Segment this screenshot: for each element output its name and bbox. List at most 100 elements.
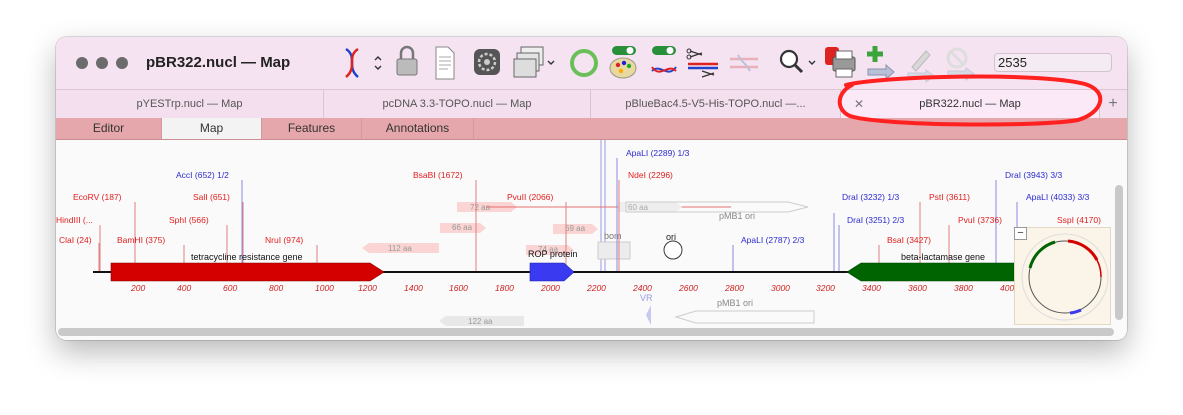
svg-text:60 aa: 60 aa (628, 203, 649, 212)
minimize-window-button[interactable] (96, 57, 108, 69)
close-window-button[interactable] (76, 57, 88, 69)
svg-text:1000: 1000 (315, 283, 334, 293)
svg-text:122 aa: 122 aa (468, 317, 493, 326)
site-clai[interactable]: ClaI (24) (59, 235, 92, 245)
site-bsai[interactable]: BsaI (3427) (887, 235, 931, 245)
site-pvuii[interactable]: PvuII (2066) (507, 192, 553, 202)
site-ecorv[interactable]: EcoRV (187) (73, 192, 122, 202)
site-acci[interactable]: AccI (652) 1/2 (176, 170, 229, 180)
site-psti[interactable]: PstI (3611) (929, 192, 970, 202)
dna-icon[interactable] (341, 37, 363, 89)
site-apali-3[interactable]: ApaLI (4033) 3/3 (1026, 192, 1090, 202)
collapse-overview-button[interactable]: − (1014, 227, 1027, 240)
site-apali-1[interactable]: ApaLI (2289) 1/3 (626, 148, 690, 158)
orf-122aa[interactable]: 122 aa (439, 316, 524, 326)
scissors-icon[interactable] (686, 37, 720, 89)
print-icon[interactable] (823, 37, 859, 89)
add-tab-icon[interactable]: + (1108, 95, 1118, 112)
orf-74aa[interactable]: 74 aa (526, 245, 574, 255)
svg-text:ori: ori (666, 232, 676, 242)
site-nrui[interactable]: NruI (974) (265, 235, 303, 245)
svg-text:66 aa: 66 aa (452, 223, 473, 232)
svg-text:72 aa: 72 aa (470, 203, 491, 212)
svg-text:2600: 2600 (678, 283, 698, 293)
bom-feature[interactable]: bom (597, 231, 631, 260)
svg-text:600: 600 (223, 283, 237, 293)
svg-text:400: 400 (177, 283, 191, 293)
svg-text:pMB1 ori: pMB1 ori (717, 298, 753, 308)
svg-text:1600: 1600 (449, 283, 468, 293)
svg-text:800: 800 (269, 283, 283, 293)
windows-icon[interactable] (513, 37, 557, 89)
svg-text:2200: 2200 (586, 283, 606, 293)
dna-toggle-icon[interactable] (648, 37, 680, 89)
site-pvui[interactable]: PvuI (3736) (958, 215, 1002, 225)
search-icon[interactable] (776, 37, 820, 89)
svg-text:bom: bom (604, 231, 622, 241)
pmb1-ori-top[interactable]: pMB1 ori (625, 201, 809, 221)
svg-text:3600: 3600 (908, 283, 927, 293)
system-prefs-icon[interactable] (472, 37, 502, 89)
site-ndei[interactable]: NdeI (2296) (628, 170, 673, 180)
svg-text:3800: 3800 (954, 283, 973, 293)
tab-editor[interactable]: Editor (56, 118, 162, 139)
rop-feature[interactable]: ROP protein (528, 249, 577, 282)
svg-text:74 aa: 74 aa (538, 245, 559, 254)
svg-text:2800: 2800 (724, 283, 744, 293)
tab-map[interactable]: Map (162, 118, 262, 139)
palette-icon[interactable] (608, 37, 640, 89)
site-bsabi[interactable]: BsaBI (1672) (413, 170, 463, 180)
svg-text:1400: 1400 (404, 283, 423, 293)
svg-text:VR: VR (640, 293, 653, 303)
site-drai-2[interactable]: DraI (3251) 2/3 (847, 215, 904, 225)
svg-text:2400: 2400 (632, 283, 652, 293)
vr-feature[interactable]: VR (640, 293, 653, 325)
site-hindiii[interactable]: HindIII (... (56, 215, 93, 225)
title-bar: pBR322.nucl — Map (56, 37, 1127, 90)
site-sspi[interactable]: SspI (4170) (1057, 215, 1101, 225)
site-apali-2[interactable]: ApaLI (2787) 2/3 (741, 235, 805, 245)
svg-text:400: 400 (1000, 283, 1014, 293)
orf-112aa[interactable]: 112 aa (362, 243, 439, 253)
svg-text:pMB1 ori: pMB1 ori (719, 211, 755, 221)
ori-feature[interactable]: ori (663, 232, 683, 260)
document-icon[interactable] (433, 37, 457, 89)
svg-text:3000: 3000 (771, 283, 790, 293)
zoom-window-button[interactable] (116, 57, 128, 69)
site-drai-3[interactable]: DraI (3943) 3/3 (1005, 170, 1062, 180)
horizontal-scrollbar[interactable] (58, 328, 1114, 336)
tab-pcdna[interactable]: pcDNA 3.3-TOPO.nucl — Map (324, 90, 591, 118)
svg-text:2000: 2000 (540, 283, 560, 293)
lock-icon[interactable] (393, 37, 421, 89)
svg-text:200: 200 (130, 283, 145, 293)
tet-gene-feature[interactable]: tetracycline resistance gene (110, 252, 385, 282)
circular-overview[interactable] (1014, 227, 1111, 325)
site-drai-1[interactable]: DraI (3232) 1/3 (842, 192, 899, 202)
svg-text:3400: 3400 (862, 283, 881, 293)
svg-text:69 aa: 69 aa (565, 224, 586, 233)
site-bamhi[interactable]: BamHI (375) (117, 235, 165, 245)
plasmid-map[interactable]: 72 aa 66 aa 112 aa 69 aa 74 aa 60 aa pMB… (56, 37, 1127, 340)
orf-69aa[interactable]: 69 aa (553, 224, 598, 234)
goto-position-field[interactable] (994, 53, 1112, 72)
ruler: 200 400 600 800 1000 1200 1400 1600 1800… (130, 283, 1014, 293)
tab-features[interactable]: Features (262, 118, 362, 139)
site-sali[interactable]: SalI (651) (193, 192, 230, 202)
tab-pyestrp[interactable]: pYESTrp.nucl — Map (56, 90, 324, 118)
circle-icon[interactable] (569, 37, 599, 89)
tab-annotations[interactable]: Annotations (362, 118, 474, 139)
chevron-updown-icon[interactable] (372, 37, 384, 89)
svg-text:1800: 1800 (495, 283, 514, 293)
orf-66aa[interactable]: 66 aa (440, 223, 486, 233)
vertical-scrollbar[interactable] (1115, 185, 1123, 320)
svg-text:112 aa: 112 aa (388, 244, 412, 253)
pmb1-ori-bottom[interactable]: pMB1 ori (674, 298, 815, 324)
enzyme-icon[interactable] (728, 37, 760, 89)
svg-text:1200: 1200 (358, 283, 377, 293)
orf-60aa[interactable]: 60 aa (618, 202, 682, 212)
svg-text:tetracycline resistance gene: tetracycline resistance gene (191, 252, 303, 262)
svg-text:ROP protein: ROP protein (528, 249, 577, 259)
site-sphi[interactable]: SphI (566) (169, 215, 209, 225)
bla-gene-feature[interactable]: beta-lactamase gene (846, 252, 1015, 282)
app-window: pBR322.nucl — Map (56, 37, 1127, 340)
